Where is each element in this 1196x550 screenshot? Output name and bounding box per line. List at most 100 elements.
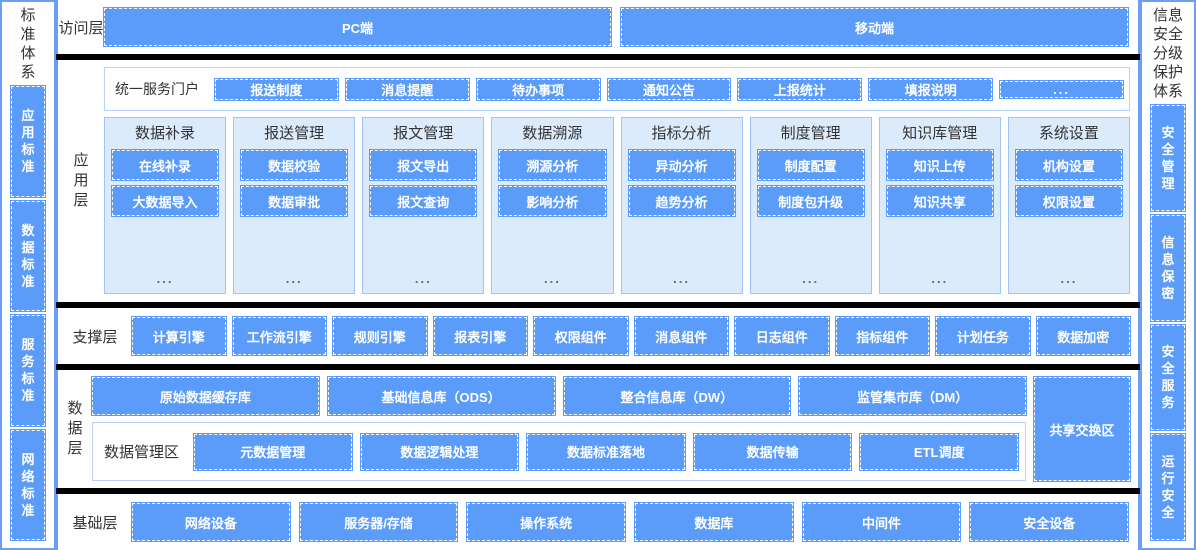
infra-item-security-device[interactable]: 安全设备 [969, 502, 1130, 542]
portal-item-todo[interactable]: 待办事项 [475, 77, 601, 101]
data-layer-main: 原始数据缓存库 基础信息库（ODS） 整合信息库（DW） 监管集市库（DM） 数… [91, 376, 1027, 481]
pillar-item-label: 运行安全 [1161, 454, 1175, 521]
module-item-lineage-analysis[interactable]: 溯源分析 [498, 149, 607, 181]
module-item-policy-config[interactable]: 制度配置 [756, 149, 865, 181]
module-item-data-validation[interactable]: 数据校验 [240, 149, 349, 181]
module-title: 数据溯源 [522, 125, 583, 142]
module-item-online-entry[interactable]: 在线补录 [110, 149, 220, 181]
module-item-impact-analysis[interactable]: 影响分析 [498, 185, 607, 217]
portal-item-report-statistics[interactable]: 上报统计 [737, 77, 863, 101]
support-item-message-component[interactable]: 消息组件 [633, 316, 729, 356]
module-more[interactable]: ... [414, 271, 432, 286]
pillar-item-label: 网络标准 [21, 451, 35, 518]
application-layer: 应 用 层 统一服务门户 报送制度 消息提醒 待办事项 通知公告 上报统计 填报… [56, 60, 1140, 302]
module-item-trend-analysis[interactable]: 趋势分析 [627, 185, 736, 217]
support-item-indicator-component[interactable]: 指标组件 [834, 316, 930, 356]
module-title: 指标分析 [651, 125, 712, 142]
data-layer-label-char: 数 [67, 400, 83, 417]
data-manage-item-metadata[interactable]: 元数据管理 [193, 432, 353, 471]
data-stores-row: 原始数据缓存库 基础信息库（ODS） 整合信息库（DW） 监管集市库（DM） [91, 376, 1027, 416]
support-item-compute-engine[interactable]: 计算引擎 [131, 316, 227, 356]
module-item-variance-analysis[interactable]: 异动分析 [627, 149, 736, 181]
infra-item-middleware[interactable]: 中间件 [801, 502, 962, 542]
module-more[interactable]: ... [802, 271, 820, 286]
portal-item-message-reminder[interactable]: 消息提醒 [344, 77, 470, 101]
support-item-log-component[interactable]: 日志组件 [734, 316, 830, 356]
right-pillar-title-line: 体系 [1152, 83, 1183, 100]
infra-item-database[interactable]: 数据库 [634, 502, 794, 542]
portal-item-more[interactable]: ... [999, 79, 1125, 99]
data-layer-label-char: 层 [67, 440, 83, 457]
pillar-item-service-standard[interactable]: 服务标准 [10, 314, 46, 427]
pillar-item-label: 信息保密 [1161, 234, 1175, 301]
module-item-organization-settings[interactable]: 机构设置 [1014, 149, 1124, 181]
data-manage-item-standard-landing[interactable]: 数据标准落地 [526, 432, 686, 471]
support-item-rule-engine[interactable]: 规则引擎 [332, 316, 428, 356]
module-item-bulk-import[interactable]: 大数据导入 [110, 185, 220, 217]
data-store-raw-cache[interactable]: 原始数据缓存库 [91, 376, 320, 416]
portal-item-announcement[interactable]: 通知公告 [606, 77, 732, 101]
infra-item-network-device[interactable]: 网络设备 [131, 502, 291, 542]
data-store-dw[interactable]: 整合信息库（DW） [562, 376, 792, 416]
application-layer-body: 统一服务门户 报送制度 消息提醒 待办事项 通知公告 上报统计 填报说明 ...… [104, 60, 1138, 302]
data-manage-item-logic-processing[interactable]: 数据逻辑处理 [359, 432, 520, 471]
access-item-pc[interactable]: PC端 [103, 7, 612, 47]
module-item-data-approval[interactable]: 数据审批 [240, 185, 349, 217]
left-pillar-title-char: 标 [20, 7, 36, 24]
module-item-message-export[interactable]: 报文导出 [369, 149, 478, 181]
portal-label: 统一服务门户 [115, 81, 199, 97]
module-item-message-query[interactable]: 报文查询 [369, 185, 478, 217]
module-item-knowledge-sharing[interactable]: 知识共享 [885, 185, 994, 217]
pillar-item-data-standard[interactable]: 数据标准 [10, 199, 46, 312]
pillar-item-application-standard[interactable]: 应用标准 [10, 85, 46, 198]
access-item-mobile[interactable]: 移动端 [620, 7, 1129, 47]
module-more[interactable]: ... [285, 271, 303, 286]
data-layer-label: 数 据 层 [58, 370, 92, 488]
infrastructure-layer-label: 基础层 [72, 514, 118, 532]
module-more[interactable]: ... [673, 271, 690, 286]
module-more[interactable]: ... [931, 271, 949, 286]
support-item-workflow-engine[interactable]: 工作流引擎 [231, 316, 327, 356]
pillar-item-security-service[interactable]: 安全服务 [1150, 323, 1186, 432]
pillar-item-security-management[interactable]: 安全管理 [1150, 104, 1186, 212]
right-pillar-security-system: 信息 安全 分级 保护 体系 安全管理 信息保密 安全服务 运行安全 [1140, 0, 1196, 550]
module-policy-management: 制度管理 制度配置 制度包升级 ... [749, 117, 872, 294]
module-more[interactable]: ... [1060, 271, 1078, 286]
left-pillar-title-char: 准 [20, 26, 36, 43]
data-manage-item-data-transfer[interactable]: 数据传输 [692, 432, 853, 471]
module-more[interactable]: ... [544, 271, 561, 286]
support-item-data-encryption[interactable]: 数据加密 [1035, 316, 1131, 356]
module-item-knowledge-upload[interactable]: 知识上传 [885, 149, 994, 181]
support-item-scheduled-task[interactable]: 计划任务 [935, 316, 1031, 356]
unified-service-portal: 统一服务门户 报送制度 消息提醒 待办事项 通知公告 上报统计 填报说明 ... [104, 67, 1130, 111]
access-layer-body: PC端 移动端 [103, 0, 1138, 54]
module-data-lineage: 数据溯源 溯源分析 影响分析 ... [491, 117, 614, 294]
access-layer-label: 访问层 [58, 19, 104, 37]
support-item-report-engine[interactable]: 报表引擎 [432, 316, 528, 356]
data-store-ods[interactable]: 基础信息库（ODS） [326, 376, 556, 416]
left-pillar-title-char: 体 [20, 45, 36, 62]
data-store-dm[interactable]: 监管集市库（DM） [798, 376, 1027, 416]
infra-item-operating-system[interactable]: 操作系统 [466, 502, 627, 542]
module-item-permission-settings[interactable]: 权限设置 [1014, 185, 1124, 217]
application-layer-label: 应 用 层 [58, 60, 104, 302]
data-management-zone: 数据管理区 元数据管理 数据逻辑处理 数据标准落地 数据传输 ETL调度 [92, 422, 1026, 481]
pillar-item-operational-security[interactable]: 运行安全 [1150, 433, 1186, 541]
portal-item-filling-instructions[interactable]: 填报说明 [868, 77, 994, 101]
module-item-policy-package-upgrade[interactable]: 制度包升级 [756, 185, 865, 217]
module-system-settings: 系统设置 机构设置 权限设置 ... [1007, 117, 1130, 294]
pillar-item-network-standard[interactable]: 网络标准 [10, 428, 46, 541]
infra-item-server-storage[interactable]: 服务器/存储 [298, 502, 459, 542]
pillar-item-information-confidentiality[interactable]: 信息保密 [1150, 213, 1186, 322]
infrastructure-layer-body: 网络设备 服务器/存储 操作系统 数据库 中间件 安全设备 [131, 494, 1138, 550]
module-more[interactable]: ... [156, 271, 174, 286]
layer-stack: 访问层 PC端 移动端 应 用 层 统一服务门户 报送制度 消息提醒 待办事项 … [56, 0, 1140, 550]
right-pillar-title-line: 分级 [1152, 45, 1183, 62]
right-pillar-title-line: 安全 [1152, 26, 1183, 43]
portal-item-reporting-policy[interactable]: 报送制度 [214, 77, 339, 101]
application-modules-row: 数据补录 在线补录 大数据导入 ... 报送管理 数据校验 数据审批 ... 报… [104, 117, 1130, 294]
data-manage-item-etl-scheduling[interactable]: ETL调度 [859, 432, 1019, 471]
support-item-permission-component[interactable]: 权限组件 [533, 316, 629, 356]
data-share-exchange-zone[interactable]: 共享交换区 [1033, 376, 1131, 482]
